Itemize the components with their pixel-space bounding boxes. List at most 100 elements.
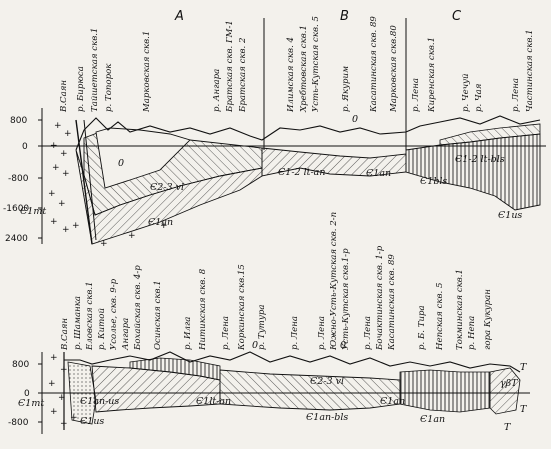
well-label: р. Китой <box>97 308 107 350</box>
bottom-section: В.Саян р. Шаманка Еловская скв.1 р. Кито… <box>8 212 530 434</box>
svg-text:+: + <box>64 129 72 139</box>
unit-label: Є2-3 vl <box>310 376 344 387</box>
well-label: р. Тутура <box>257 305 267 350</box>
svg-text:+: + <box>62 169 70 179</box>
fault-line <box>83 119 97 241</box>
well-label: Еловская скв.1 <box>85 281 95 351</box>
well-label: Ангара <box>121 318 131 351</box>
well-label: Киренская скв.1 <box>427 37 437 113</box>
unit-label: Є1an-bls <box>306 412 348 423</box>
well-label: Братская скв. 2 <box>238 38 248 113</box>
svg-text:+: + <box>160 221 168 231</box>
well-label: Братская скв. ГМ-1 <box>225 20 235 113</box>
unit-label: Є1us <box>80 416 104 427</box>
well-label: р. Топорок <box>104 63 114 112</box>
unit-body-trap <box>489 367 521 415</box>
unit-label: Є1an <box>148 217 173 228</box>
y-tick-label: 2400 <box>5 234 28 244</box>
well-label: р. Шаманка <box>73 296 83 350</box>
well-label: Коркинская скв.15 <box>237 264 247 351</box>
unit-label: Є1an <box>420 414 445 425</box>
well-label: р. Б. Тира <box>417 305 427 350</box>
y-tick-label: 800 <box>10 116 27 126</box>
unit-label: T <box>520 362 527 373</box>
unit-label: T <box>520 404 527 415</box>
svg-text:+: + <box>100 239 108 249</box>
svg-text:+: + <box>128 231 136 241</box>
terrain-surface <box>64 351 521 373</box>
well-label: Касатинская скв. 89 <box>369 16 379 113</box>
unit-label: Є1an <box>380 396 405 407</box>
unit-label: Є1us <box>498 210 522 221</box>
well-label: Токминская скв.1 <box>455 269 465 350</box>
well-label: Бочактинская скв. 1-р <box>375 245 385 351</box>
unit-label: Є1an-us <box>80 396 119 407</box>
well-label: р. Лена <box>317 316 327 350</box>
well-label: Касатинская скв. 89 <box>387 254 397 351</box>
y-axis-ticks: 800 0 -800 <box>8 360 42 428</box>
svg-text:+: + <box>50 407 58 417</box>
well-label: Усть-Кутская скв. 5 <box>311 16 321 112</box>
svg-text:+: + <box>58 393 66 403</box>
well-label: Осинская скв.1 <box>153 280 163 350</box>
y-tick-label: -800 <box>8 418 29 428</box>
well-label: р. Чечуй <box>461 73 471 112</box>
y-axis-ticks: 800 0 -800 -1600 2400 <box>3 116 42 244</box>
unit-body-ordovician-left <box>95 127 191 189</box>
unit-label: Є2-3 vl <box>150 182 184 193</box>
unit-label: Є1lt-an <box>196 396 231 407</box>
section-label-b: B <box>340 9 349 24</box>
well-label: р. Непа <box>467 316 477 350</box>
well-label: р. Лена <box>511 78 521 112</box>
unit-body-right-surface <box>439 123 541 146</box>
unit-label: 0 <box>352 114 358 125</box>
y-tick-label: -1600 <box>3 204 29 214</box>
well-label: Усть-Кутская скв.1-р <box>341 248 351 350</box>
unit-body-right <box>399 369 491 413</box>
basement-crosses: ++ ++ ++ ++ ++ ++ ++ <box>48 121 168 249</box>
well-label: Хребтовская скв.1 <box>298 25 309 113</box>
well-label: Частинская скв.1 <box>525 29 535 112</box>
unit-label: γβT <box>500 378 518 389</box>
terrain-surface <box>75 115 541 151</box>
well-label: Непская скв. 5 <box>435 283 445 351</box>
well-label: Марковская скв.80 <box>389 25 399 113</box>
y-tick-label: -800 <box>8 174 29 184</box>
section-label-c: C <box>452 9 462 24</box>
well-label: р. Лена <box>221 316 231 350</box>
svg-text:+: + <box>60 149 68 159</box>
well-label: р. Лена <box>290 316 300 350</box>
y-tick-label: 800 <box>12 360 29 370</box>
y-tick-label: 0 <box>24 389 30 399</box>
unit-label: Є1mt <box>18 398 44 409</box>
y-tick-label: 0 <box>22 142 28 152</box>
unit-label: T <box>504 422 511 433</box>
unit-label: Є1-2 lt-bls <box>455 154 505 165</box>
well-label: гора Кукуран <box>483 289 493 350</box>
fault-line <box>75 119 93 245</box>
svg-text:+: + <box>48 379 56 389</box>
svg-text:+: + <box>50 353 58 363</box>
well-label: Нитикская скв. 8 <box>198 268 208 351</box>
svg-text:+: + <box>62 225 70 235</box>
unit-label: Є1mt <box>20 206 46 217</box>
well-label: р. Бирюса <box>76 66 86 112</box>
unit-label: 0 <box>252 340 258 351</box>
unit-label: 0 <box>118 158 124 169</box>
well-label: р. Якурим <box>341 66 351 112</box>
bottom-well-labels: В.Саян р. Шаманка Еловская скв.1 р. Кито… <box>60 212 493 351</box>
well-label: Марковская скв.1 <box>142 31 152 113</box>
unit-body-right <box>405 133 541 211</box>
well-label: В.Саян <box>59 80 69 113</box>
well-label: Илимская скв. 4 <box>286 37 296 113</box>
well-label: р. Ангара <box>212 69 222 112</box>
svg-text:+: + <box>72 221 80 231</box>
top-well-labels: В.Саян р. Бирюса Тайшетская скв.1 р. Топ… <box>59 16 535 113</box>
well-label: р. Чая <box>474 83 484 112</box>
well-label: Южно-Усть-Кутская скв. 2-п <box>329 212 339 351</box>
svg-text:+: + <box>52 163 60 173</box>
svg-text:+: + <box>48 189 56 199</box>
well-label: Тайшетская скв.1 <box>90 28 100 112</box>
well-label: Усолье, скв. 9-р <box>109 278 119 350</box>
